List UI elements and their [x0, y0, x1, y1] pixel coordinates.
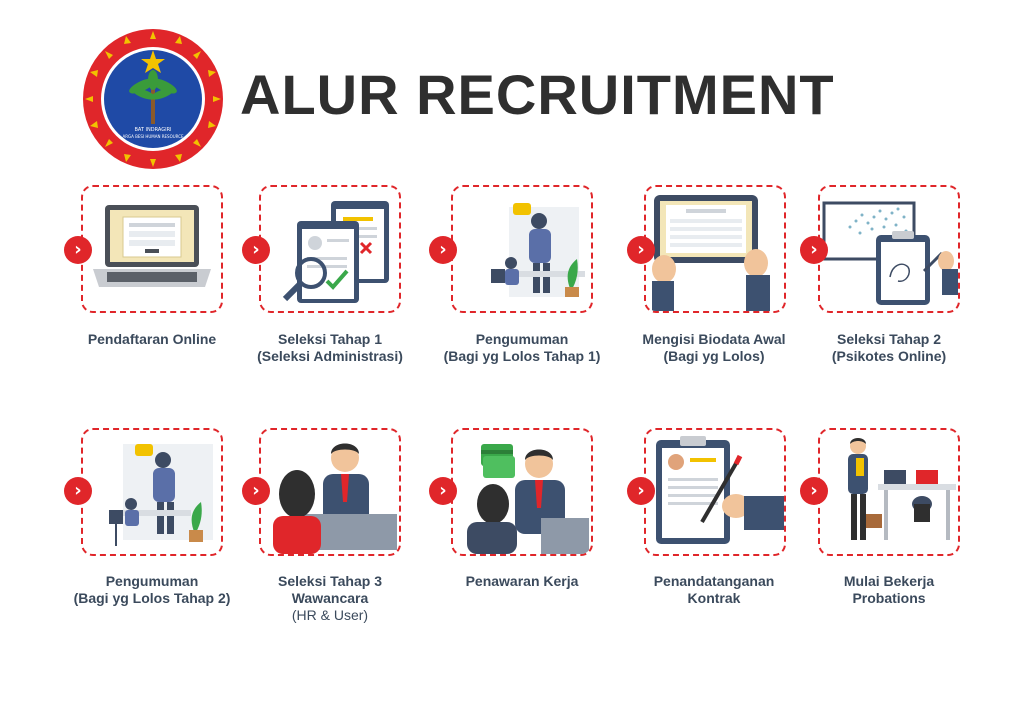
step-9-line2: Kontrak	[687, 590, 741, 606]
tablet-form-icon	[652, 195, 770, 311]
step-2-card	[259, 185, 401, 313]
page-title: ALUR RECRUITMENT	[240, 63, 835, 126]
step-2-line2: (Seleksi Administrasi)	[257, 348, 403, 364]
step-7-label: Seleksi Tahap 3 Wawancara (HR & User)	[230, 573, 430, 624]
job-offer-money-icon	[467, 444, 589, 554]
announcement-phone-icon	[109, 444, 213, 546]
step-8-card	[451, 428, 593, 556]
clipboard-drawing-icon	[822, 201, 958, 305]
interview-icon	[273, 443, 397, 554]
step-6-line1: Pengumuman	[105, 573, 199, 589]
step-5-line2: (Psikotes Online)	[831, 348, 947, 364]
step-9-label: Penandatanganan Kontrak	[614, 573, 814, 607]
step-1-line1: Pendaftaran Online	[87, 331, 217, 347]
step-6-label: Pengumuman (Bagi yg Lolos Tahap 2)	[52, 573, 252, 607]
chevron-right-icon: ›	[64, 477, 92, 505]
step-3-label: Pengumuman (Bagi yg Lolos Tahap 1)	[422, 331, 622, 365]
step-7-line1: Seleksi Tahap 3	[277, 573, 382, 589]
logo-text-2: ARGA BESI HUMAN RESOURCE	[122, 134, 184, 139]
company-logo: BAT INDRAGIRI ARGA BESI HUMAN RESOURCE	[82, 28, 224, 170]
chevron-right-icon: ›	[800, 236, 828, 264]
chevron-right-icon: ›	[429, 236, 457, 264]
step-5-line1: Seleksi Tahap 2	[836, 331, 941, 347]
chevron-right-icon: ›	[627, 477, 655, 505]
announcement-phone-icon	[491, 203, 585, 297]
step-10-label: Mulai Bekerja Probations	[789, 573, 989, 607]
chevron-right-icon: ›	[800, 477, 828, 505]
step-5-label: Seleksi Tahap 2 (Psikotes Online)	[789, 331, 989, 365]
step-4-line1: Mengisi Biodata Awal	[642, 331, 786, 347]
chevron-right-icon: ›	[242, 236, 270, 264]
chevron-right-icon: ›	[64, 236, 92, 264]
chevron-right-icon: ›	[242, 477, 270, 505]
step-4-label: Mengisi Biodata Awal (Bagi yg Lolos)	[614, 331, 814, 365]
step-6-card	[81, 428, 223, 556]
step-9-line1: Penandatanganan	[653, 573, 775, 589]
step-2-label: Seleksi Tahap 1 (Seleksi Administrasi)	[230, 331, 430, 365]
document-magnifier-icon	[282, 201, 389, 303]
chevron-right-icon: ›	[429, 477, 457, 505]
step-7-line3: (HR & User)	[291, 607, 369, 623]
step-10-line2: Probations	[852, 590, 926, 606]
step-2-line1: Seleksi Tahap 1	[277, 331, 382, 347]
step-9-card	[644, 428, 786, 556]
step-1-label: Pendaftaran Online	[52, 331, 252, 348]
start-working-icon	[848, 438, 956, 540]
step-10-line1: Mulai Bekerja	[843, 573, 935, 589]
step-4-card	[644, 185, 786, 313]
step-8-line1: Penawaran Kerja	[465, 573, 579, 589]
step-3-card	[451, 185, 593, 313]
step-3-line1: Pengumuman	[475, 331, 569, 347]
step-6-line2: (Bagi yg Lolos Tahap 2)	[73, 590, 231, 606]
contract-signing-icon	[656, 436, 784, 544]
laptop-application-form-icon	[93, 205, 211, 287]
step-10-card	[818, 428, 960, 556]
step-3-line2: (Bagi yg Lolos Tahap 1)	[443, 348, 601, 364]
step-1-card	[81, 185, 223, 313]
step-7-card	[259, 428, 401, 556]
step-7-line2: Wawancara	[291, 590, 369, 606]
chevron-right-icon: ›	[627, 236, 655, 264]
step-4-line2: (Bagi yg Lolos)	[663, 348, 765, 364]
step-5-card	[818, 185, 960, 313]
logo-text-1: BAT INDRAGIRI	[134, 127, 171, 133]
step-8-label: Penawaran Kerja	[422, 573, 622, 590]
